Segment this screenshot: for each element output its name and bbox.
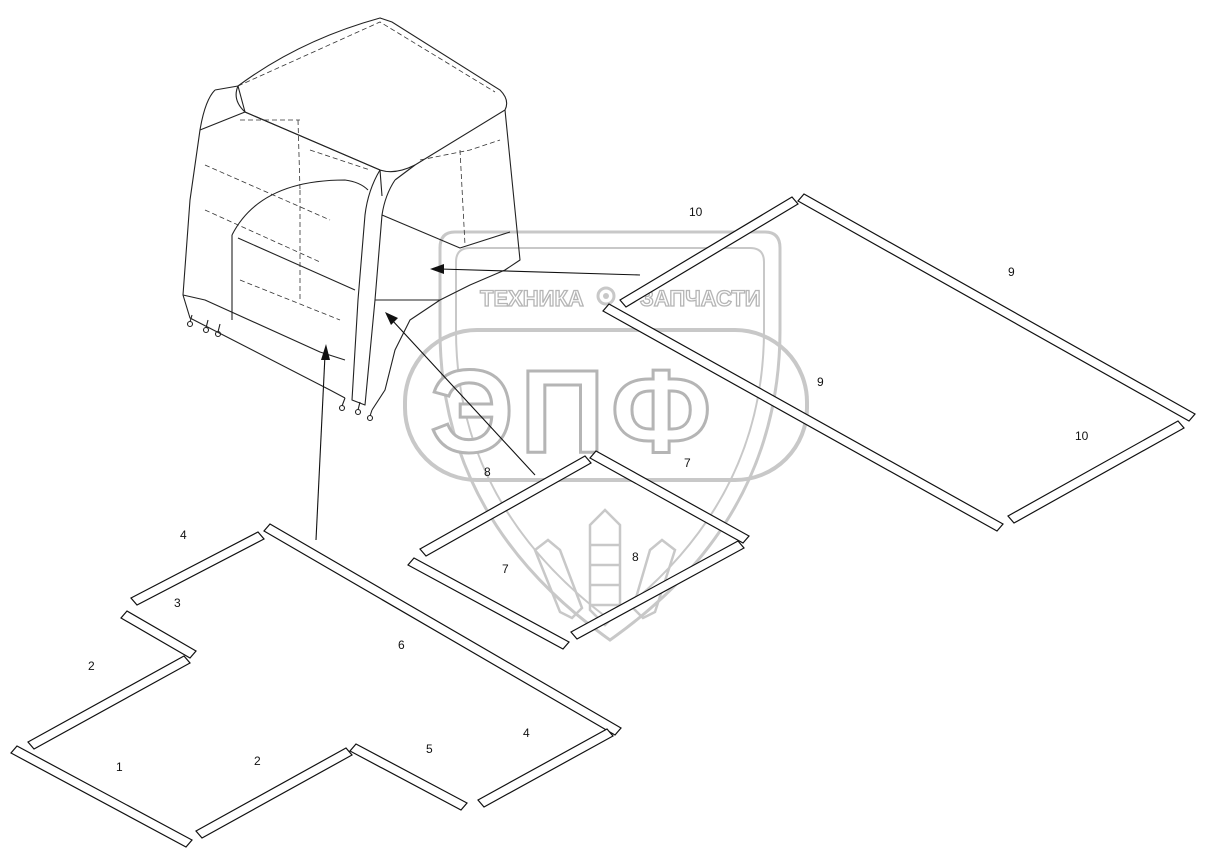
strip-4-top xyxy=(130,531,265,606)
strip-10-bottom xyxy=(1007,420,1185,524)
strip-group-1-6 xyxy=(10,523,622,848)
watermark-text-left: ТЕХНИКА xyxy=(480,286,584,311)
watermark-wheat xyxy=(533,508,677,627)
strip-6 xyxy=(263,523,622,736)
callout-10-bottom: 10 xyxy=(1075,429,1089,443)
cab-assembly xyxy=(182,17,521,422)
callout-9-top: 9 xyxy=(1008,265,1015,279)
callout-7-top: 7 xyxy=(684,456,691,470)
cab-rear-panel xyxy=(182,85,346,399)
strip-9-top xyxy=(797,193,1196,422)
strip-1 xyxy=(10,745,193,848)
arrow-1-6 xyxy=(315,354,326,541)
callout-2-bottom: 2 xyxy=(254,754,261,768)
callout-8-top: 8 xyxy=(484,465,491,479)
callout-2-top: 2 xyxy=(88,659,95,673)
strip-3 xyxy=(120,610,197,659)
callout-8-bottom: 8 xyxy=(632,550,639,564)
strip-2-top xyxy=(27,655,191,750)
arrow-9-10 xyxy=(439,268,641,276)
strip-2-bottom xyxy=(195,747,353,839)
strip-5 xyxy=(349,743,468,811)
watermark-shield xyxy=(438,230,782,642)
callout-10-top: 10 xyxy=(689,205,703,219)
cab-door-opening xyxy=(231,179,369,236)
callout-4-top: 4 xyxy=(180,528,187,542)
cab-front-pillar xyxy=(351,169,396,406)
callout-3: 3 xyxy=(174,596,181,610)
strip-4-bottom xyxy=(477,728,614,808)
gear-icon xyxy=(596,286,616,306)
callout-1: 1 xyxy=(116,760,123,774)
strip-8-bottom xyxy=(570,540,745,640)
strip-10-top xyxy=(619,196,799,308)
arrow-7-8 xyxy=(391,319,536,476)
watermark-band xyxy=(403,328,809,482)
strip-group-9-10 xyxy=(602,193,1196,532)
callout-numbers: 10 9 9 10 8 7 7 8 4 3 6 2 4 5 1 2 xyxy=(88,205,1089,774)
callout-9-bottom: 9 xyxy=(817,375,824,389)
callout-4-bottom: 4 xyxy=(523,726,530,740)
strip-8-top xyxy=(419,455,592,557)
strip-group-7-8 xyxy=(407,450,750,650)
watermark-text-right: ЗАПЧАСТИ xyxy=(640,286,761,311)
watermark-logo: ТЕХНИКА ЗАПЧАСТИ ЭПФ xyxy=(403,230,809,642)
callout-5: 5 xyxy=(426,742,433,756)
cab-feet xyxy=(186,314,374,422)
callout-6: 6 xyxy=(398,638,405,652)
leader-arrows xyxy=(315,264,641,541)
watermark-big-text: ЭПФ xyxy=(430,346,717,478)
strip-9-bottom xyxy=(602,303,1004,532)
callout-7-bottom: 7 xyxy=(502,562,509,576)
strip-7-top xyxy=(589,450,750,544)
cab-roof xyxy=(235,17,508,173)
strip-7-bottom xyxy=(407,557,570,650)
